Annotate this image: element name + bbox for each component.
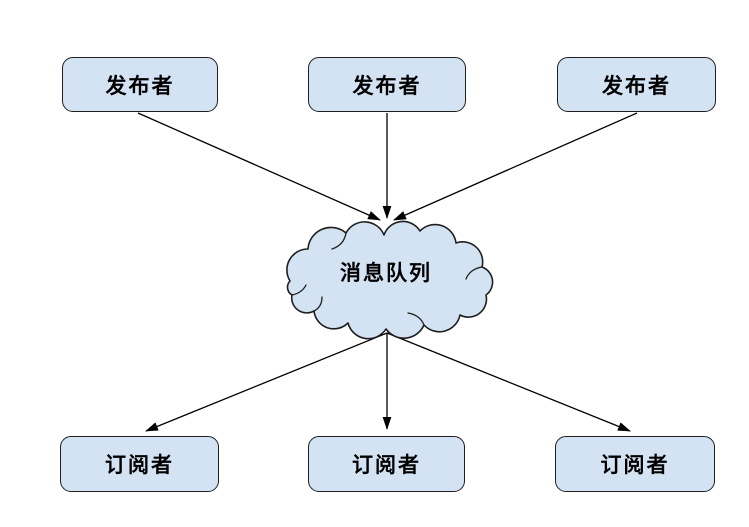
cloud-inner-curls [291, 232, 483, 326]
node-subscriber-1-label: 订阅者 [105, 452, 174, 477]
node-subscriber-3: 订阅者 [555, 436, 715, 492]
node-publisher-2: 发布者 [308, 57, 466, 112]
edge-queue-to-subscriber-3 [386, 332, 631, 432]
node-publisher-1: 发布者 [62, 57, 218, 112]
node-subscriber-3-label: 订阅者 [600, 452, 670, 477]
node-message-queue-label: 消息队列 [340, 260, 432, 285]
node-subscriber-1: 订阅者 [60, 436, 219, 492]
edge-publisher-1-to-queue [137, 112, 381, 221]
message-queue-cloud-shape [286, 220, 494, 340]
node-publisher-3-label: 发布者 [602, 72, 671, 98]
node-subscriber-2-label: 订阅者 [352, 452, 421, 477]
node-publisher-3: 发布者 [557, 57, 716, 112]
node-subscriber-2: 订阅者 [308, 436, 465, 492]
node-publisher-1-label: 发布者 [105, 72, 175, 98]
edge-publisher-3-to-queue [393, 112, 638, 221]
edge-queue-to-subscriber-1 [145, 332, 388, 432]
node-publisher-2-label: 发布者 [352, 72, 422, 98]
